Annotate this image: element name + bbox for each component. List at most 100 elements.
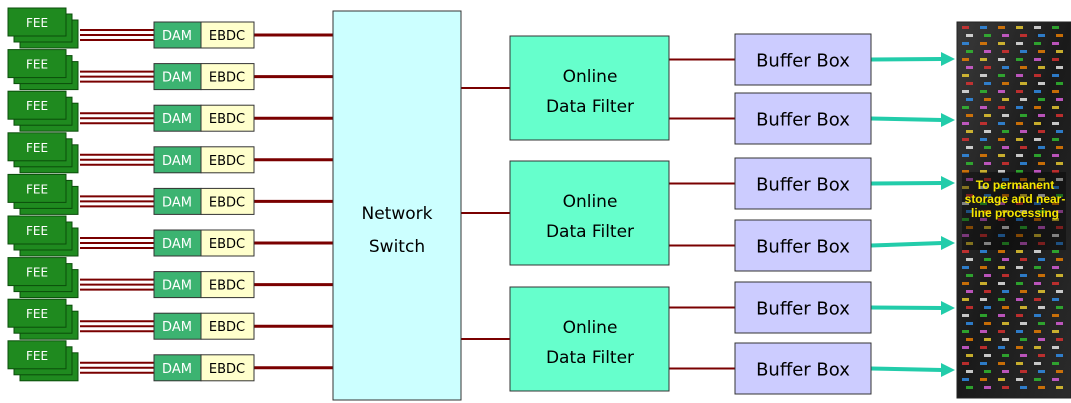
online-data-filter-box: [509, 286, 670, 392]
rack-led: [1052, 362, 1059, 365]
rack-led: [1002, 386, 1009, 389]
rack-led: [1052, 218, 1059, 221]
rack-led: [1034, 154, 1041, 157]
fee-label: FEE: [26, 307, 48, 321]
rack-led: [984, 162, 991, 165]
rack-led: [966, 34, 973, 37]
rack-led: [984, 274, 991, 277]
rack-led: [1052, 330, 1059, 333]
rack-led: [1016, 90, 1023, 93]
rack-led: [1056, 370, 1063, 373]
rack-led: [984, 242, 991, 245]
rack-led: [1056, 146, 1063, 149]
dam-label: DAM: [162, 71, 192, 86]
rack-led: [1052, 138, 1059, 141]
ebdc-box: [200, 229, 255, 257]
rack-led: [1056, 274, 1063, 277]
rack-led: [1038, 162, 1045, 165]
rack-led: [1034, 266, 1041, 269]
rack-led: [962, 106, 969, 109]
rack-led: [984, 98, 991, 101]
rack-led: [984, 178, 991, 181]
rack-led: [980, 266, 987, 269]
rack-led: [962, 122, 969, 125]
rack-led: [1034, 362, 1041, 365]
rack-led: [1038, 98, 1045, 101]
fee-label: FEE: [26, 266, 48, 280]
rack-led: [1020, 50, 1027, 53]
storage-label: To permanent storage and near-line proce…: [964, 178, 1066, 220]
rack-led: [984, 258, 991, 261]
fee-card: [7, 7, 67, 37]
rack-led: [1020, 178, 1027, 181]
rack-led: [1002, 338, 1009, 341]
rack-led: [1020, 322, 1027, 325]
rack-led: [1020, 82, 1027, 85]
ebdc-box: [200, 312, 255, 340]
fee-label: FEE: [26, 141, 48, 155]
rack-led: [980, 202, 987, 205]
rack-led: [966, 290, 973, 293]
rack-led: [966, 194, 973, 197]
rack-led: [998, 90, 1005, 93]
rack-led: [1052, 266, 1059, 269]
rack-led: [984, 34, 991, 37]
fee-card: [7, 215, 67, 245]
rack-led: [998, 330, 1005, 333]
rack-led: [1034, 58, 1041, 61]
fee-label: FEE: [26, 16, 48, 30]
rack-led: [1038, 274, 1045, 277]
buffer-box: [734, 33, 872, 86]
storage-arrow-shaft: [870, 57, 943, 62]
rack-led: [1038, 258, 1045, 261]
rack-led: [998, 58, 1005, 61]
rack-led: [1034, 346, 1041, 349]
rack-led: [962, 138, 969, 141]
ebdc-label: EBDC: [209, 320, 245, 335]
storage-arrow-shaft: [870, 181, 943, 186]
buffer-box-label: Buffer Box: [756, 237, 850, 258]
rack-led: [1034, 138, 1041, 141]
online-data-filter-box: [509, 35, 670, 141]
ebdc-box: [200, 354, 255, 382]
ebdc-box: [200, 187, 255, 215]
rack-led: [1052, 234, 1059, 237]
rack-led: [1016, 154, 1023, 157]
rack-led: [1020, 306, 1027, 309]
storage-arrow-head: [941, 52, 955, 66]
rack-led: [1056, 114, 1063, 117]
ebdc-label: EBDC: [209, 362, 245, 377]
rack-led: [998, 298, 1005, 301]
rack-led: [1052, 346, 1059, 349]
rack-led: [1056, 82, 1063, 85]
rack-led: [1020, 386, 1027, 389]
buffer-box-label: Buffer Box: [756, 110, 850, 131]
rack-led: [1038, 306, 1045, 309]
rack-led: [1020, 290, 1027, 293]
rack-led: [984, 354, 991, 357]
rack-led: [1056, 258, 1063, 261]
dam-label: DAM: [162, 279, 192, 294]
rack-led: [966, 114, 973, 117]
rack-led: [1016, 58, 1023, 61]
rack-led: [966, 306, 973, 309]
rack-led: [1016, 314, 1023, 317]
storage-arrow-head: [941, 363, 955, 377]
online-data-filter-label-2: Data Filter: [546, 97, 634, 117]
rack-led: [998, 26, 1005, 29]
storage-arrow-head: [941, 176, 955, 190]
rack-led: [1016, 202, 1023, 205]
rack-led: [962, 362, 969, 365]
rack-led: [1016, 378, 1023, 381]
fee-label: FEE: [26, 349, 48, 363]
rack-led: [1056, 98, 1063, 101]
rack-led: [998, 138, 1005, 141]
fee-card: [7, 173, 67, 203]
rack-led: [998, 218, 1005, 221]
dam-label: DAM: [162, 195, 192, 210]
fee-label: FEE: [26, 182, 48, 196]
rack-led: [1002, 66, 1009, 69]
rack-led: [962, 202, 969, 205]
ebdc-label: EBDC: [209, 112, 245, 127]
rack-led: [980, 58, 987, 61]
